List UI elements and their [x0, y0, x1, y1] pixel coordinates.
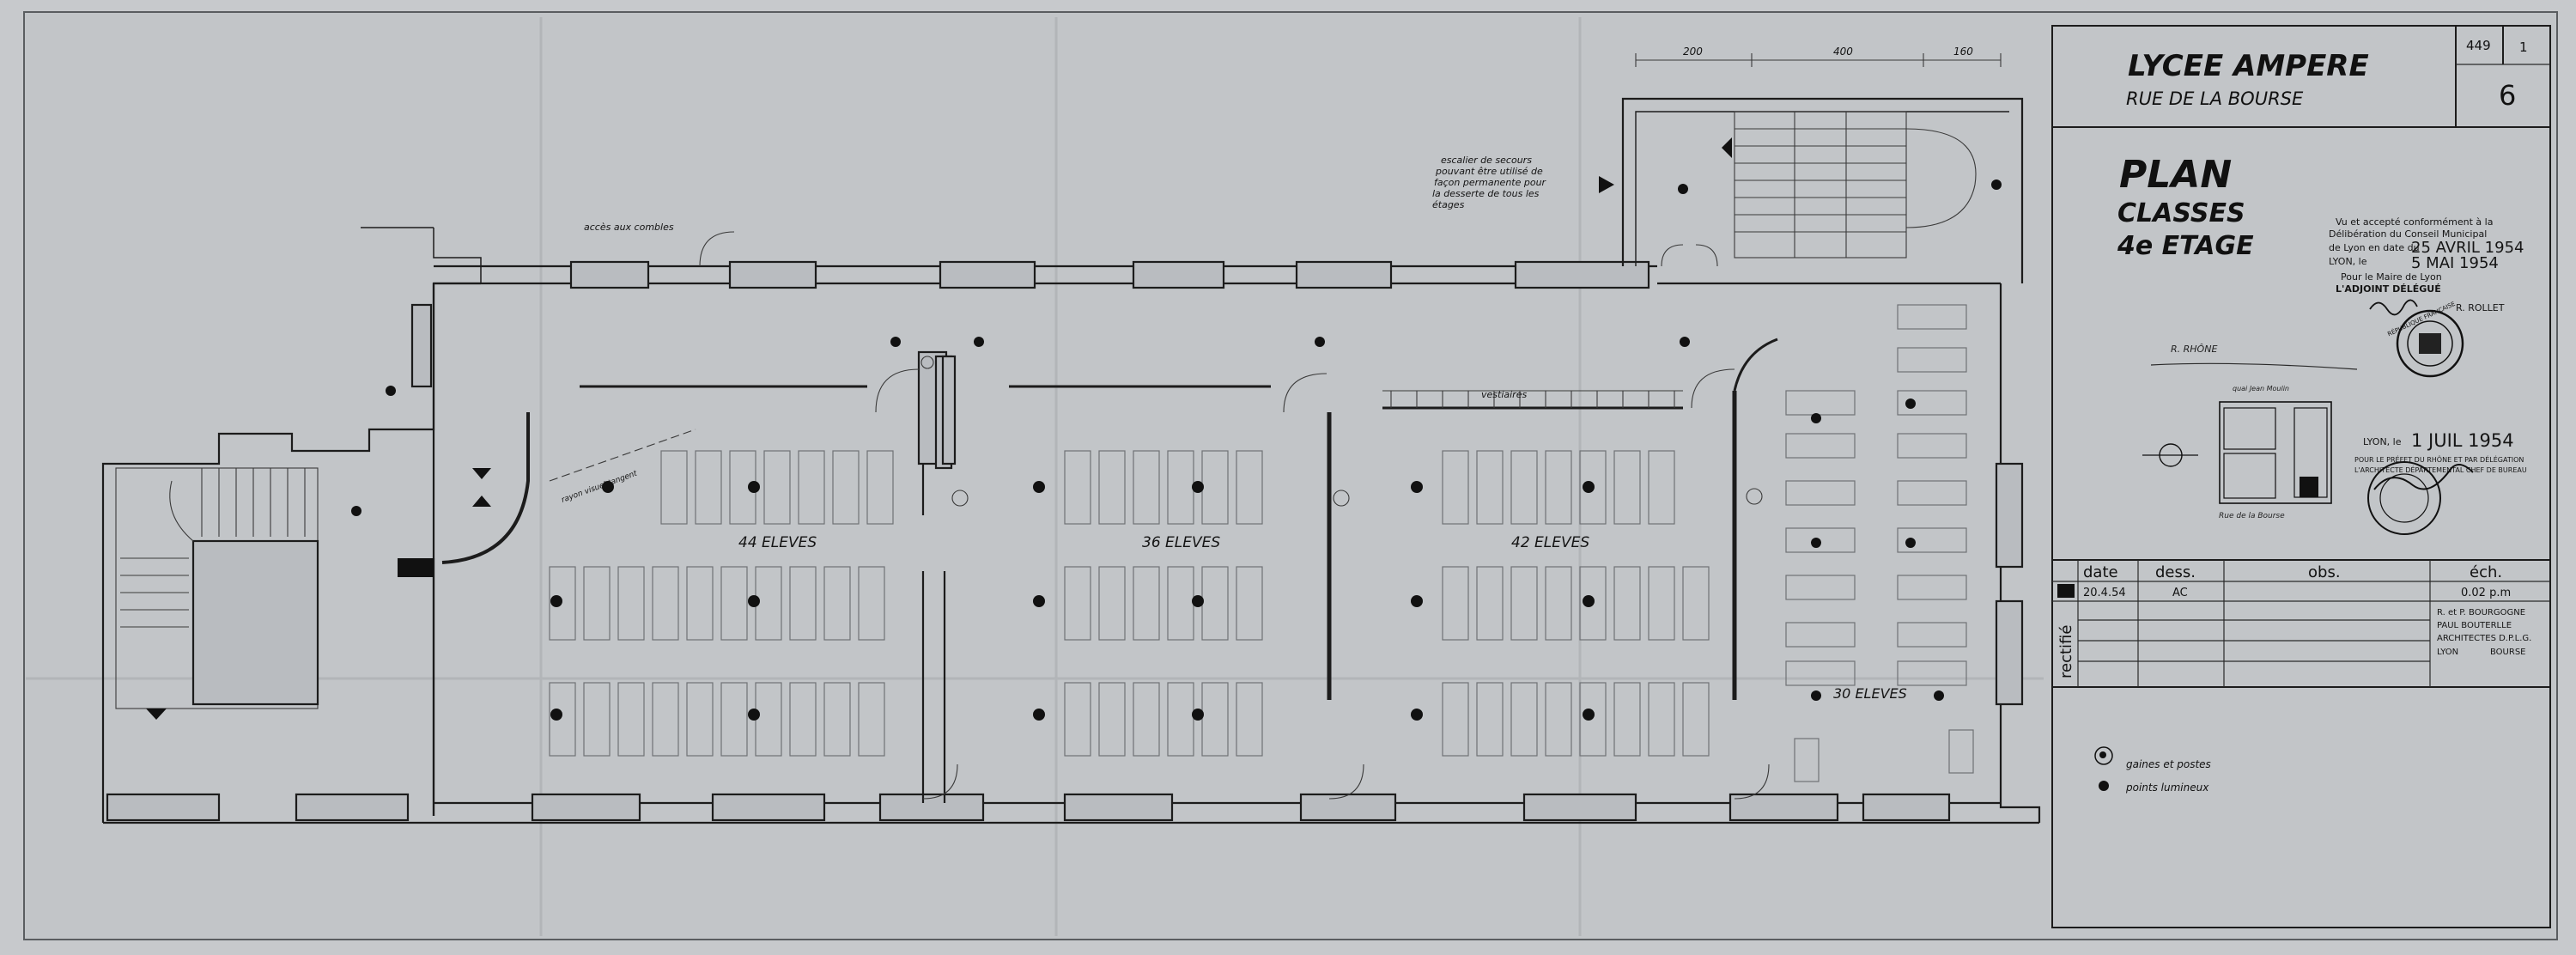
legend-gaines: gaines et postes — [2126, 758, 2211, 770]
map-label-bourse: Rue de la Bourse — [2219, 512, 2285, 520]
sight-line — [549, 429, 696, 482]
col-obs: obs. — [2308, 563, 2341, 581]
approval-stamp: Vu et accepté conformément à la Délibéra… — [2329, 216, 2524, 313]
svg-text:ARCHITECTES D.P.L.G.: ARCHITECTES D.P.L.G. — [2437, 634, 2531, 643]
svg-text:pouvant être utilisé de: pouvant être utilisé de — [1435, 166, 1543, 177]
map-label-rhone: R. RHÔNE — [2171, 344, 2217, 355]
left-staircase — [115, 467, 319, 720]
row-ech: 0.02 p.m — [2461, 587, 2511, 599]
plan-subtitle-classes: CLASSES — [2117, 198, 2245, 228]
svg-text:Délibération du Conseil Munici: Délibération du Conseil Municipal — [2329, 228, 2487, 240]
svg-text:la desserte de tous les: la desserte de tous les — [1432, 188, 1540, 199]
partition-walls — [398, 231, 1778, 816]
rectifie-label: rectifié — [2057, 625, 2075, 678]
svg-text:R. ROLLET: R. ROLLET — [2456, 302, 2505, 313]
plan-title: PLAN — [2119, 153, 2232, 197]
svg-text:étages: étages — [1432, 199, 1465, 210]
desks-room-42 — [1442, 450, 1710, 757]
emergency-staircase: 200 400 160 — [1599, 46, 2024, 283]
title-block: LYCEE AMPERE RUE DE LA BOURSE 449 1 6 PL… — [2051, 25, 2551, 928]
room-label-36: 36 ELEVES — [1142, 534, 1220, 551]
gaine-symbol-icon — [2094, 746, 2113, 765]
col-date: date — [2083, 563, 2118, 581]
svg-text:de Lyon en date du: de Lyon en date du — [2329, 242, 2420, 253]
direction-arrows — [472, 468, 491, 507]
svg-text:Pour le Maire de Lyon: Pour le Maire de Lyon — [2341, 271, 2442, 283]
dim-top-right: 160 — [1953, 46, 1973, 58]
svg-text:POUR LE PRÉFET DU RHÔNE ET PAR: POUR LE PRÉFET DU RHÔNE ET PAR DÉLÉGATIO… — [2354, 454, 2524, 464]
signature-1 — [2369, 299, 2418, 316]
svg-text:R. et P. BOURGOGNE: R. et P. BOURGOGNE — [2437, 608, 2525, 617]
left-wing-step — [433, 228, 482, 283]
svg-text:escalier de secours: escalier de secours — [1441, 155, 1532, 166]
svg-text:BOURSE: BOURSE — [2490, 648, 2526, 657]
dim-top-mid: 400 — [1833, 46, 1853, 58]
svg-text:1 JUIL 1954: 1 JUIL 1954 — [2411, 430, 2514, 451]
outer-walls — [103, 260, 2041, 824]
row-dess: AC — [2172, 587, 2188, 599]
room-label-30: 30 ELEVES — [1833, 685, 1907, 702]
svg-text:façon permanente pour: façon permanente pour — [1434, 177, 1547, 188]
light-points — [351, 337, 1944, 721]
note-vestiaires: vestiaires — [1481, 389, 1527, 400]
svg-text:LYON, le: LYON, le — [2363, 436, 2402, 447]
legend: gaines et postes points lumineux — [2094, 746, 2211, 794]
prefecture-stamp: LYON, le 1 JUIL 1954 POUR LE PRÉFET DU R… — [2354, 430, 2527, 535]
location-map: R. RHÔNE quai Jean Moulin Rue de la Bour… — [2142, 344, 2358, 520]
legend-points: points lumineux — [2125, 782, 2209, 794]
svg-text:Vu et accepté conformément à l: Vu et accepté conformément à la — [2336, 216, 2493, 228]
col-dess: dess. — [2155, 563, 2196, 581]
paper-border — [23, 11, 2558, 940]
svg-text:25 AVRIL 1954: 25 AVRIL 1954 — [2411, 239, 2524, 257]
street-name: RUE DE LA BOURSE — [2126, 88, 2304, 109]
drawing-ref: 449 — [2466, 38, 2491, 53]
architects-credit: R. et P. BOURGOGNE PAUL BOUTERLLE ARCHIT… — [2437, 608, 2531, 657]
plan-subtitle-floor: 4e ETAGE — [2117, 231, 2254, 261]
svg-text:LYON: LYON — [2437, 648, 2458, 657]
svg-text:PAUL BOUTERLLE: PAUL BOUTERLLE — [2437, 621, 2512, 630]
note-escalier: escalier de secours pouvant être utilisé… — [1432, 155, 1547, 210]
column-black — [398, 558, 434, 577]
point-symbol-icon — [2099, 781, 2109, 791]
dim-top-left: 200 — [1683, 46, 1703, 58]
duct-symbols — [920, 356, 1763, 507]
fold-creases — [26, 17, 2044, 936]
desks-room-30 — [1785, 304, 1974, 782]
svg-text:L'ARCHITECTE DÉPARTEMENTAL CHE: L'ARCHITECTE DÉPARTEMENTAL CHEF DE BUREA… — [2354, 465, 2527, 474]
revision-table: date dess. obs. éch. 20.4.54 AC 0.02 p.m… — [2052, 559, 2550, 688]
ref-suffix: 1 — [2519, 40, 2528, 55]
room-label-44: 44 ELEVES — [738, 534, 817, 551]
floor-plan: 200 400 160 — [101, 46, 2041, 824]
school-name: LYCEE AMPERE — [2128, 49, 2369, 83]
svg-text:5 MAI 1954: 5 MAI 1954 — [2411, 254, 2499, 272]
room-label-42: 42 ELEVES — [1511, 534, 1589, 551]
note-combles: accès aux combles — [584, 222, 674, 233]
svg-text:LYON, le: LYON, le — [2329, 256, 2367, 267]
row-date: 20.4.54 — [2083, 587, 2126, 599]
map-label-quai: quai Jean Moulin — [2233, 385, 2289, 392]
sheet-number: 6 — [2499, 79, 2516, 112]
svg-text:L'ADJOINT DÉLÉGUÉ: L'ADJOINT DÉLÉGUÉ — [2336, 283, 2441, 295]
col-ech: éch. — [2470, 563, 2502, 581]
